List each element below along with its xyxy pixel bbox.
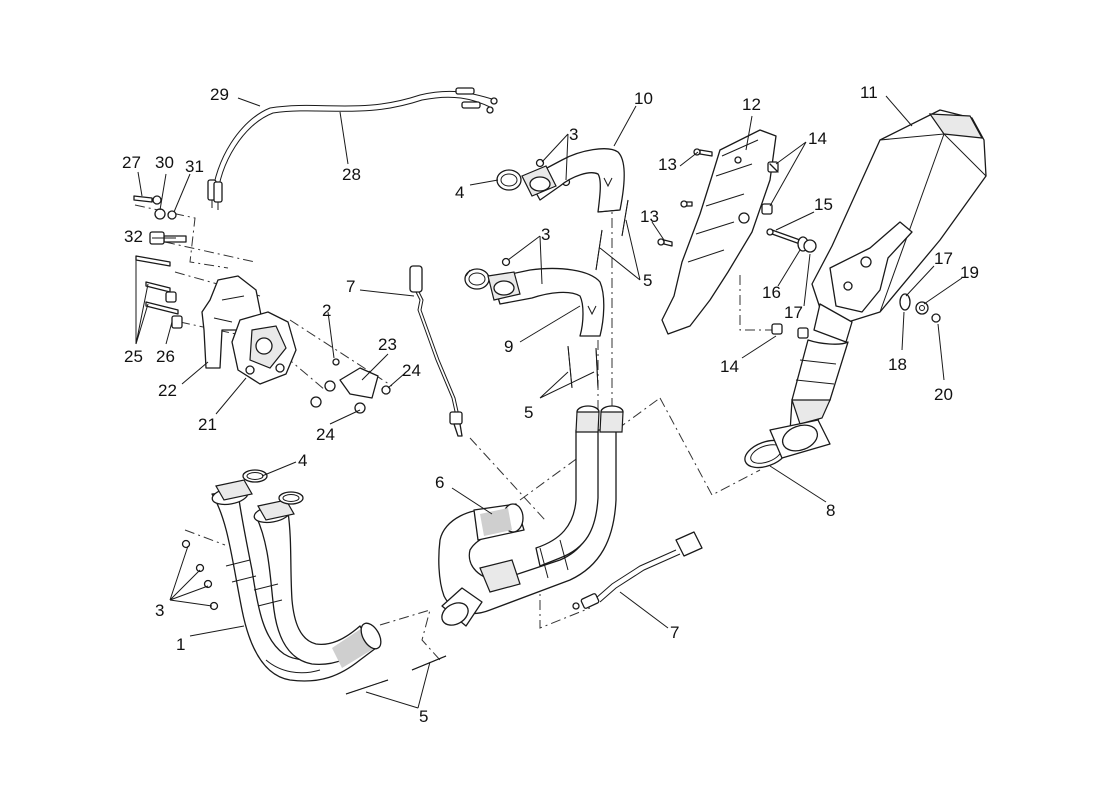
callout-7-lower: 7	[670, 623, 679, 642]
callout-12: 12	[742, 95, 761, 114]
callout-5-middle: 5	[524, 403, 533, 422]
heat-shield	[661, 129, 777, 335]
exhaust-clamp	[744, 419, 831, 469]
callout-3-rear-pipe: 3	[569, 125, 578, 144]
leader-lines	[135, 95, 963, 709]
callout-27: 27	[122, 153, 141, 172]
rear-header-pipe	[521, 148, 625, 213]
callout-13-lower: 13	[640, 207, 659, 226]
callout-2: 2	[322, 301, 331, 320]
callout-28: 28	[342, 165, 361, 184]
callout-4-headers: 4	[298, 451, 307, 470]
hardware-bolts-left	[133, 195, 391, 414]
callout-10: 10	[634, 89, 653, 108]
callout-24-lower: 24	[316, 425, 335, 444]
callout-1: 1	[176, 635, 185, 654]
callout-4-pipes: 4	[455, 183, 464, 202]
gaskets	[242, 169, 522, 505]
callout-24-right: 24	[402, 361, 421, 380]
callout-5-upper: 5	[643, 271, 652, 290]
callout-30: 30	[155, 153, 174, 172]
callout-31: 31	[185, 157, 204, 176]
callout-17-left: 17	[784, 303, 803, 322]
exhaust-collector	[438, 405, 624, 627]
flange-nuts	[181, 158, 571, 611]
muffler-silencer	[789, 109, 987, 433]
callout-18: 18	[888, 355, 907, 374]
callout-3-front-pipe: 3	[541, 225, 550, 244]
throttle-cable-assembly	[207, 87, 498, 210]
callout-17-right: 17	[934, 249, 953, 268]
callout-6: 6	[435, 473, 444, 492]
retaining-springs	[345, 199, 629, 695]
callout-3-headers: 3	[155, 601, 164, 620]
lambda-sensor-upper	[409, 265, 463, 437]
callout-23: 23	[378, 335, 397, 354]
callout-5-lower: 5	[419, 707, 428, 726]
callout-20: 20	[934, 385, 953, 404]
callout-29: 29	[210, 85, 229, 104]
exhaust-header-pipes	[211, 479, 382, 682]
callout-8: 8	[826, 501, 835, 520]
shield-fasteners	[657, 148, 809, 339]
callout-16: 16	[762, 283, 781, 302]
callout-9: 9	[504, 337, 513, 356]
muffler-mount-hardware	[766, 228, 941, 323]
lambda-sensor-lower	[572, 531, 703, 610]
callout-25: 25	[124, 347, 143, 366]
callout-13-upper: 13	[658, 155, 677, 174]
callout-11: 11	[860, 83, 878, 102]
callout-21: 21	[198, 415, 217, 434]
callout-14-upper: 14	[808, 129, 827, 148]
assembly-guide-lines	[134, 198, 785, 661]
callout-labels: 1 2 3 3 3 4 4 5 5 5 6 7 7 8 9 10 11 12 1…	[122, 83, 979, 726]
callout-7-upper: 7	[346, 277, 355, 296]
callout-32: 32	[124, 227, 143, 246]
callout-19: 19	[960, 263, 979, 282]
exhaust-valve-actuator	[231, 311, 297, 385]
callout-22: 22	[158, 381, 177, 400]
callout-26: 26	[156, 347, 175, 366]
callout-14-lower: 14	[720, 357, 739, 376]
front-header-pipe	[487, 267, 605, 337]
callout-15: 15	[814, 195, 833, 214]
